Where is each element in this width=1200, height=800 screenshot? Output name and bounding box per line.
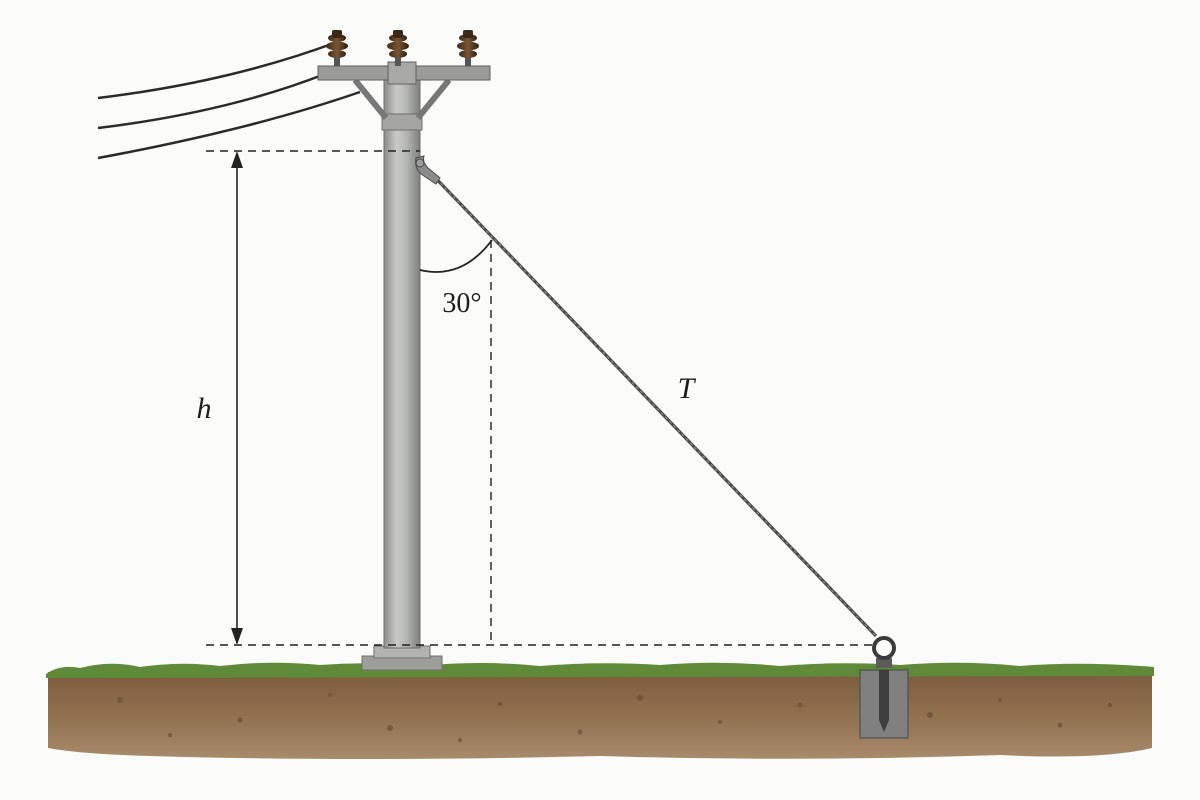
insulator-left (326, 30, 348, 66)
power-line-2 (97, 70, 331, 130)
soil (48, 668, 1152, 759)
crossarm-brace-left (352, 78, 389, 120)
insulators (326, 30, 479, 66)
utility-pole (317, 61, 491, 649)
height-label: h (197, 392, 212, 425)
construction-lines (206, 150, 872, 646)
insulator-right (457, 30, 479, 66)
anchor-eye (872, 636, 896, 660)
guy-wire (415, 155, 878, 638)
ground (46, 662, 1154, 759)
power-line-1 (97, 40, 338, 100)
grass-strip (46, 662, 1154, 678)
power-lines (97, 40, 361, 160)
arrowhead-down-icon (231, 628, 243, 645)
arrowhead-up-icon (231, 151, 243, 168)
pole-collar (381, 113, 423, 131)
pole-base (361, 645, 443, 671)
ground-anchor (859, 636, 909, 739)
insulator-center (387, 30, 409, 66)
anchor-stake (879, 670, 889, 732)
soil-pebbles (117, 693, 1112, 742)
pole-shaft (383, 71, 421, 649)
angle-label: 30° (442, 288, 481, 319)
tension-label: T (678, 372, 697, 405)
angle-arc (419, 239, 493, 273)
crossarm-brace-right (415, 78, 452, 120)
height-dimension (231, 151, 243, 645)
power-line-3 (97, 90, 361, 160)
